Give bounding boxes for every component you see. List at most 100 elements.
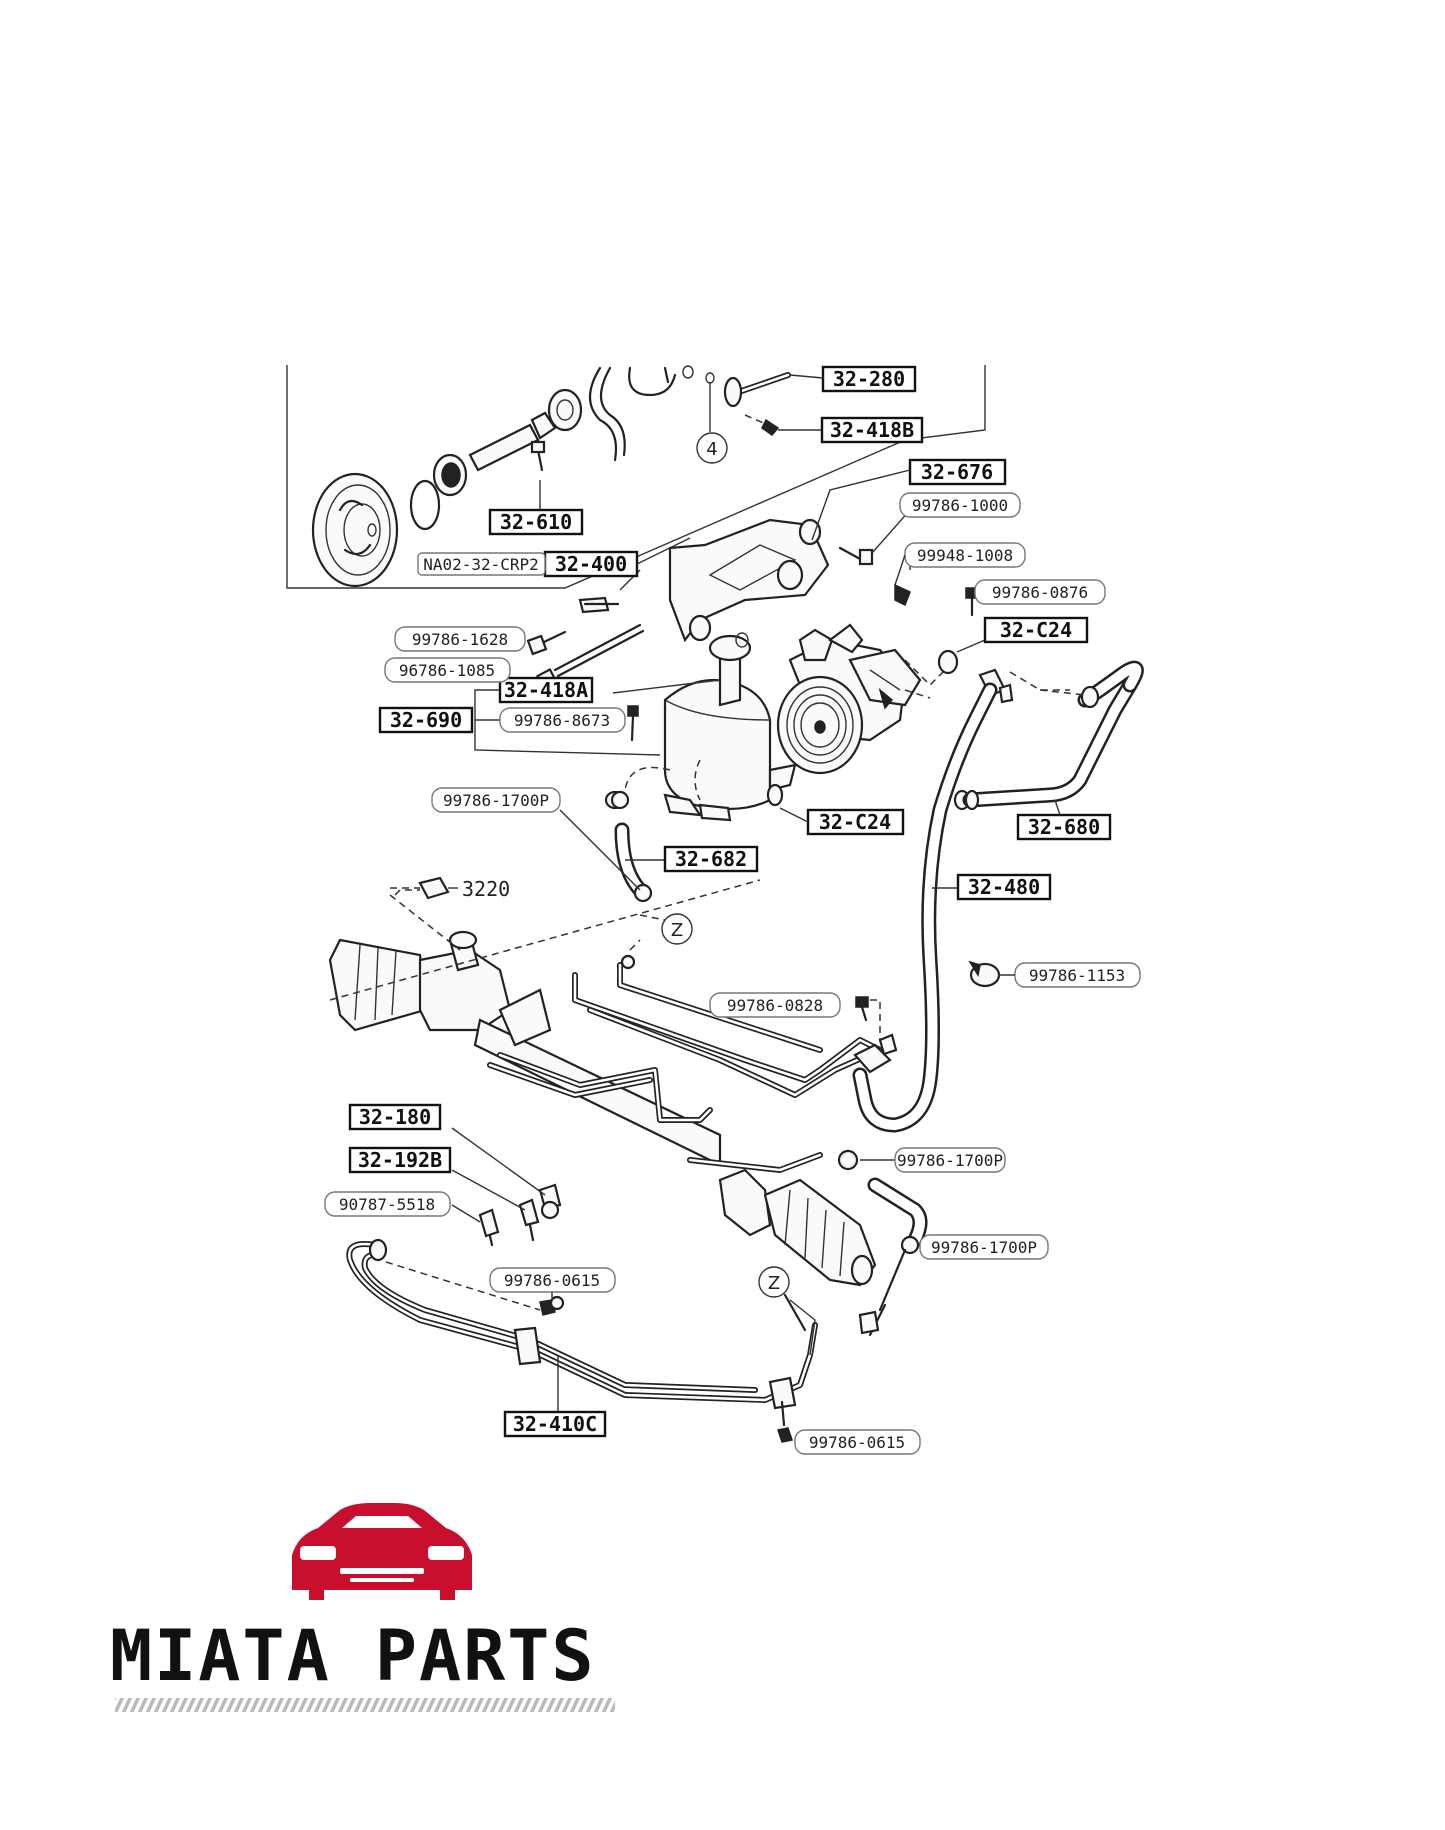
clamp-32-192b bbox=[518, 1198, 540, 1242]
svg-text:99786-1700P: 99786-1700P bbox=[443, 791, 549, 810]
pipe-fitting bbox=[853, 1033, 898, 1074]
svg-text:99948-1008: 99948-1008 bbox=[917, 546, 1013, 565]
part-label-99786-8673: 99786-8673 bbox=[499, 707, 626, 733]
svg-text:96786-1085: 96786-1085 bbox=[399, 661, 495, 680]
lower-return-hose bbox=[867, 1177, 928, 1248]
callout-z-upper-label: Z bbox=[671, 920, 683, 941]
bolt-99786-0615-lower bbox=[777, 1400, 793, 1443]
svg-text:32-410C: 32-410C bbox=[513, 1412, 597, 1436]
svg-text:32-676: 32-676 bbox=[921, 460, 993, 484]
part-label-32-180: 32-180 bbox=[348, 1103, 442, 1131]
pipe-32-280 bbox=[723, 372, 791, 408]
part-label-99786-0615-lower: 99786-0615 bbox=[794, 1429, 921, 1455]
part-label-99786-1153: 99786-1153 bbox=[1014, 962, 1141, 988]
bolt-99786-1000 bbox=[838, 509, 911, 566]
pump-detail-inset bbox=[286, 365, 986, 589]
svg-text:32-418A: 32-418A bbox=[504, 678, 588, 702]
part-label-99786-0615-upper: 99786-0615 bbox=[489, 1267, 616, 1293]
part-label-32-480: 32-480 bbox=[956, 873, 1052, 901]
svg-text:32-180: 32-180 bbox=[359, 1105, 431, 1129]
svg-text:99786-1628: 99786-1628 bbox=[412, 630, 508, 649]
bolt-99786-0828 bbox=[855, 996, 881, 1040]
callout-4-label: 4 bbox=[706, 439, 717, 460]
feed-hose-32-682 bbox=[614, 822, 653, 903]
svg-text:99786-1153: 99786-1153 bbox=[1029, 966, 1125, 985]
part-label-99948-1008: 99948-1008 bbox=[904, 542, 1026, 568]
part-label-96786-1085: 96786-1085 bbox=[384, 657, 511, 683]
pump-bearing bbox=[432, 453, 468, 497]
part-label-90787-5518: 90787-5518 bbox=[324, 1191, 451, 1217]
part-label-99786-0828: 99786-0828 bbox=[709, 992, 841, 1018]
svg-text:99786-1700P: 99786-1700P bbox=[897, 1151, 1003, 1170]
return-hose-32-680 bbox=[962, 660, 1144, 811]
svg-text:99786-8673: 99786-8673 bbox=[514, 711, 610, 730]
svg-text:99786-1000: 99786-1000 bbox=[912, 496, 1008, 515]
part-label-99786-1700p-upper: 99786-1700P bbox=[431, 787, 561, 813]
part-label-32-418a: 32-418A bbox=[498, 676, 594, 704]
callout-z-lower-label: Z bbox=[768, 1273, 780, 1294]
pump-seal bbox=[547, 388, 583, 432]
part-label-32-410c: 32-410C bbox=[503, 1410, 607, 1438]
svg-text:3220: 3220 bbox=[462, 877, 510, 901]
svg-text:32-C24: 32-C24 bbox=[1000, 618, 1072, 642]
snap-ring bbox=[409, 479, 441, 531]
bolt-90787-5518 bbox=[478, 1208, 500, 1247]
bolt bbox=[530, 440, 546, 472]
svg-text:99786-0615: 99786-0615 bbox=[504, 1271, 600, 1290]
hp-hose-fitting bbox=[978, 668, 1014, 704]
part-label-32-676: 32-676 bbox=[908, 458, 1007, 486]
part-label-32-610: 32-610 bbox=[488, 508, 584, 536]
svg-text:32-682: 32-682 bbox=[675, 847, 747, 871]
svg-text:32-400: 32-400 bbox=[555, 552, 627, 576]
brand-underline-stripe bbox=[115, 1698, 615, 1712]
part-label-32-680: 32-680 bbox=[1016, 813, 1112, 841]
part-label-na02-32-crp2: NA02-32-CRP2 bbox=[417, 552, 546, 576]
svg-text:90787-5518: 90787-5518 bbox=[339, 1195, 435, 1214]
steering-rack bbox=[328, 930, 883, 1287]
bolt-99786-0615-upper bbox=[539, 1295, 565, 1316]
car-front-icon bbox=[292, 1503, 472, 1600]
pressure-hose-32-480 bbox=[852, 682, 998, 1133]
part-label-32-c24-upper: 32-C24 bbox=[983, 616, 1089, 644]
svg-text:32-192B: 32-192B bbox=[358, 1148, 442, 1172]
svg-text:32-610: 32-610 bbox=[500, 510, 572, 534]
svg-text:32-C24: 32-C24 bbox=[819, 810, 891, 834]
part-label-32-418b: 32-418B bbox=[820, 416, 924, 444]
clamp-32-180 bbox=[538, 1183, 562, 1220]
part-label-32-192b: 32-192B bbox=[348, 1146, 452, 1174]
svg-text:99786-0828: 99786-0828 bbox=[727, 996, 823, 1015]
brand-name: MIATA PARTS bbox=[110, 1615, 596, 1697]
svg-text:99786-0615: 99786-0615 bbox=[809, 1433, 905, 1452]
part-label-99786-1700p-middle: 99786-1700P bbox=[894, 1147, 1006, 1173]
part-label-99786-1628: 99786-1628 bbox=[394, 626, 526, 652]
pump-shaft bbox=[468, 411, 557, 472]
svg-text:32-280: 32-280 bbox=[833, 367, 905, 391]
callout-4: 4 bbox=[696, 432, 728, 464]
bolt-99786-8673 bbox=[627, 705, 639, 742]
callout-z-upper: Z bbox=[661, 913, 693, 945]
part-label-32-400: 32-400 bbox=[543, 550, 639, 578]
svg-text:32-680: 32-680 bbox=[1028, 815, 1100, 839]
hose-clip-99786-1153 bbox=[968, 960, 1001, 988]
fluid-reservoir bbox=[663, 632, 797, 822]
svg-text:99786-1700P: 99786-1700P bbox=[931, 1238, 1037, 1257]
part-label-32-682: 32-682 bbox=[663, 845, 759, 873]
pump-pulley bbox=[311, 472, 399, 588]
pump-bracket bbox=[668, 518, 830, 643]
cooler-pipe-32-410c bbox=[346, 1238, 880, 1410]
part-label-32-280: 32-280 bbox=[821, 365, 917, 393]
svg-text:32-690: 32-690 bbox=[390, 708, 462, 732]
svg-text:32-418B: 32-418B bbox=[830, 418, 914, 442]
clip-99948-1008 bbox=[894, 560, 911, 607]
pinion-cap-3220 bbox=[390, 876, 458, 900]
part-label-32-690: 32-690 bbox=[378, 706, 474, 734]
part-label-32-c24-lower: 32-C24 bbox=[806, 808, 905, 836]
svg-text:NA02-32-CRP2: NA02-32-CRP2 bbox=[423, 555, 539, 574]
part-label-99786-0876: 99786-0876 bbox=[974, 579, 1106, 605]
part-label-99786-1000: 99786-1000 bbox=[899, 492, 1021, 518]
power-steering-pump bbox=[776, 623, 922, 775]
callout-z-lower: Z bbox=[758, 1266, 790, 1298]
stud-bolt bbox=[578, 596, 620, 614]
part-label-3220: 3220 bbox=[462, 877, 510, 901]
